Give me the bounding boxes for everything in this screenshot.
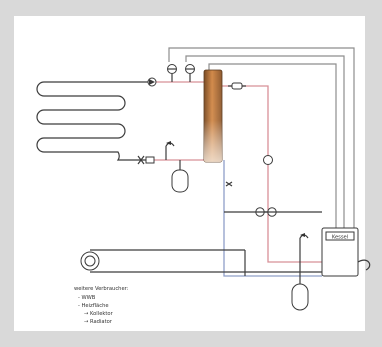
legend-item-wwb: - WWB — [78, 295, 96, 301]
safety-valve-left — [165, 141, 175, 160]
boiler-label: Kessel — [332, 235, 348, 241]
valve-top — [167, 64, 195, 82]
boiler-unit: Kessel — [321, 227, 371, 277]
expansion-vessel-left — [171, 160, 189, 193]
pump-bottom-left — [80, 251, 100, 271]
legend-item-collector: → Kollektor — [84, 311, 114, 317]
floor-heating-coil — [36, 81, 148, 161]
mixer-valves-middle — [255, 207, 277, 217]
distribution-pipes — [90, 211, 322, 284]
safety-valve-right — [299, 233, 309, 250]
thermometer-top — [228, 82, 246, 90]
return-pipes — [223, 160, 322, 277]
tank-outlet-valve — [225, 181, 233, 187]
expansion-vessel-bottom — [291, 283, 309, 311]
pump-top-left — [147, 77, 157, 87]
legend-heading: weitere Verbraucher: — [74, 286, 129, 292]
legend-item-radiator: → Radiator — [84, 319, 113, 325]
control-lines — [168, 47, 355, 228]
pump-right-vertical — [263, 155, 273, 165]
legend-item-heating-surface: - Heizfläche — [78, 303, 109, 309]
buffer-tank — [203, 69, 223, 163]
consumer-legend: weitere Verbraucher: - WWB - Heizfläche … — [74, 286, 129, 325]
sensor-lower-left — [137, 155, 155, 165]
